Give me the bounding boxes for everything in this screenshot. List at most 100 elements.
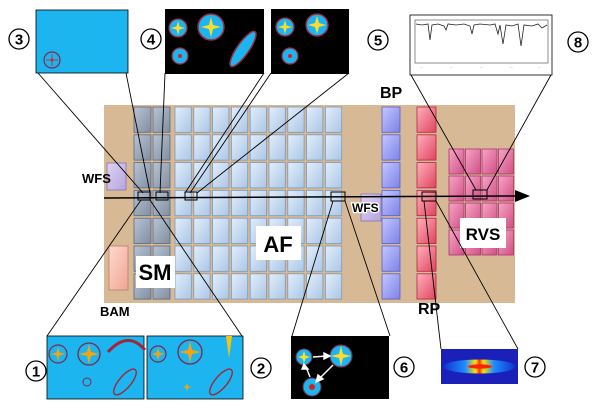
af-ccd-cell bbox=[193, 217, 211, 244]
svg-text:··: ·· bbox=[480, 65, 483, 70]
bp-label: BP bbox=[380, 85, 403, 102]
af-ccd-cell bbox=[287, 162, 305, 189]
callout-8: 8 bbox=[567, 31, 589, 53]
bam-ccd bbox=[108, 245, 129, 291]
callout-1: 1 bbox=[25, 360, 47, 382]
af-ccd-cell bbox=[268, 106, 286, 133]
wfs-left-label: WFS bbox=[82, 171, 111, 186]
af-ccd-cell bbox=[249, 189, 267, 217]
af-ccd-cell bbox=[306, 134, 324, 161]
sm-ccd-cell bbox=[133, 189, 152, 217]
af-ccd-cell bbox=[230, 162, 249, 189]
highlight-box-af9 bbox=[330, 191, 346, 202]
af-ccd-cell bbox=[287, 106, 305, 133]
highlight-box-rp bbox=[421, 191, 437, 202]
rvs-ccd-cell bbox=[481, 175, 498, 202]
rp-ccd-cell bbox=[416, 245, 437, 272]
af-ccd-cell bbox=[324, 189, 343, 217]
af-label: AF bbox=[263, 232, 292, 257]
rvs-ccd-cell bbox=[465, 175, 481, 202]
rp-label: RP bbox=[418, 301, 441, 318]
inset-8-rvs-spectrum: ·········· bbox=[409, 14, 553, 76]
af-ccd-cell bbox=[212, 217, 230, 244]
rvs-ccd-cell bbox=[498, 148, 514, 175]
arrowhead-icon bbox=[515, 190, 530, 202]
af-ccd-cell bbox=[324, 162, 343, 189]
rp-ccd-array bbox=[416, 106, 437, 300]
af-ccd-cell bbox=[174, 217, 192, 244]
svg-text:··: ·· bbox=[538, 65, 541, 70]
af-ccd-cell bbox=[306, 273, 324, 300]
af-ccd-cell bbox=[306, 245, 324, 272]
rvs-ccd-cell bbox=[481, 148, 498, 175]
highlight-box-sm1 bbox=[137, 191, 151, 201]
af-ccd-cell bbox=[268, 134, 286, 161]
bp-ccd-cell bbox=[381, 245, 401, 272]
callout-7: 7 bbox=[524, 356, 546, 378]
af-ccd-cell bbox=[324, 245, 343, 272]
svg-text:4: 4 bbox=[147, 32, 156, 49]
rp-ccd-cell bbox=[416, 162, 437, 189]
sm-ccd-cell bbox=[133, 106, 152, 133]
af-ccd-cell bbox=[193, 134, 211, 161]
af-ccd-cell bbox=[268, 189, 286, 217]
af-ccd-cell bbox=[193, 106, 211, 133]
af-ccd-cell bbox=[174, 106, 192, 133]
rvs-ccd-cell bbox=[448, 148, 465, 175]
inset-5-af-window bbox=[271, 9, 349, 74]
af-ccd-cell bbox=[268, 162, 286, 189]
af-ccd-cell bbox=[212, 273, 230, 300]
af-ccd-cell bbox=[212, 189, 230, 217]
svg-text:8: 8 bbox=[574, 35, 582, 52]
af-ccd-cell bbox=[174, 162, 192, 189]
af-ccd-cell bbox=[306, 217, 324, 244]
callout-4: 4 bbox=[140, 28, 162, 50]
svg-text:··: ·· bbox=[510, 65, 513, 70]
af-label-box bbox=[256, 226, 301, 260]
bp-ccd-cell bbox=[381, 106, 401, 133]
af-ccd-cell bbox=[287, 134, 305, 161]
rp-ccd-cell bbox=[416, 217, 437, 244]
af-ccd-cell bbox=[174, 189, 192, 217]
sm-ccd-cell bbox=[133, 217, 152, 244]
af-ccd-cell bbox=[212, 106, 230, 133]
sm-label-box bbox=[136, 256, 175, 288]
af-ccd-array bbox=[174, 106, 343, 300]
svg-text:2: 2 bbox=[257, 361, 265, 378]
rvs-label-box bbox=[460, 218, 506, 248]
af-ccd-cell bbox=[193, 189, 211, 217]
af-ccd-cell bbox=[249, 134, 267, 161]
af-ccd-cell bbox=[249, 273, 267, 300]
af-ccd-cell bbox=[230, 245, 249, 272]
bp-ccd-cell bbox=[381, 134, 401, 161]
inset-1-sm-window bbox=[46, 335, 147, 400]
sm-ccd-cell bbox=[152, 106, 171, 133]
rvs-label: RVS bbox=[466, 225, 501, 244]
af-ccd-cell bbox=[249, 106, 267, 133]
highlight-box-sm2 bbox=[155, 191, 169, 201]
callout-5: 5 bbox=[367, 29, 389, 51]
af-ccd-cell bbox=[324, 134, 343, 161]
bp-ccd-cell bbox=[381, 162, 401, 189]
af-ccd-cell bbox=[324, 217, 343, 244]
callout-6: 6 bbox=[393, 356, 415, 378]
rp-ccd-cell bbox=[416, 273, 437, 300]
svg-text:6: 6 bbox=[400, 360, 408, 377]
af-ccd-cell bbox=[230, 217, 249, 244]
af-ccd-cell bbox=[324, 273, 343, 300]
svg-text:··: ·· bbox=[450, 65, 453, 70]
inset-3-sm-window bbox=[35, 9, 129, 74]
af-ccd-cell bbox=[306, 106, 324, 133]
callout-2: 2 bbox=[250, 357, 272, 379]
rvs-ccd-cell bbox=[498, 175, 514, 202]
highlight-box-rvs bbox=[472, 189, 488, 200]
bp-ccd-array bbox=[381, 106, 401, 300]
af-ccd-cell bbox=[212, 162, 230, 189]
rvs-ccd-cell bbox=[448, 175, 465, 202]
wfs-right-label: WFS bbox=[352, 201, 379, 215]
af-ccd-cell bbox=[212, 245, 230, 272]
rvs-ccd-cell bbox=[465, 148, 481, 175]
bam-label: BAM bbox=[100, 304, 130, 319]
af-ccd-cell bbox=[193, 273, 211, 300]
